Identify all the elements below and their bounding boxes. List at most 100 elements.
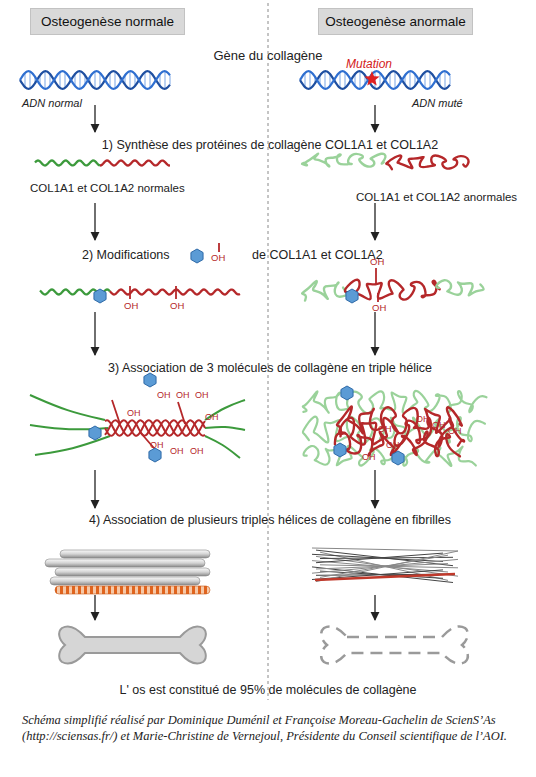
dna-strand xyxy=(300,71,450,89)
header-box: Osteogenèse normale xyxy=(30,8,185,35)
hydroxyl-tick xyxy=(377,293,379,302)
helix-red-branch xyxy=(112,400,120,424)
hydroxyl-label: OH xyxy=(195,390,209,401)
step-arrow xyxy=(374,203,375,240)
step-label: de COL1A1 et COL1A2 xyxy=(252,248,383,264)
dna-label: ADN muté xyxy=(412,97,463,111)
hydroxyl-label: OH xyxy=(416,414,430,425)
bone-normal xyxy=(59,626,206,663)
dna-strand xyxy=(20,71,170,89)
tangle-red-strand xyxy=(337,406,462,436)
step-arrow xyxy=(94,312,95,355)
hydroxyl-label: OH xyxy=(124,300,138,312)
gene-label: Gène du collagène xyxy=(168,48,368,64)
hydroxyl-label: OH xyxy=(448,426,462,437)
hydroxyl-tick xyxy=(129,286,131,299)
dna-rung xyxy=(309,71,310,88)
hydroxyl-label: OH xyxy=(378,424,392,435)
dna-rung xyxy=(444,71,445,89)
step-label: 1) Synthèse des protéines de collagène C… xyxy=(30,138,510,154)
step-arrow xyxy=(94,595,95,620)
dna-rung xyxy=(429,72,430,88)
step-label: 4) Association de plusieurs triples héli… xyxy=(85,513,455,529)
dna-rung xyxy=(449,75,450,84)
step-arrow xyxy=(374,312,375,355)
dna-rung xyxy=(144,72,145,88)
dna-rung xyxy=(44,71,45,89)
sugar-hexagon xyxy=(346,289,358,303)
collagen-fibril xyxy=(55,568,210,576)
sugar-hexagon xyxy=(94,289,106,303)
dna-strand xyxy=(20,71,170,89)
protein-label: COL1A1 et COL1A2 normales xyxy=(30,181,185,195)
header-text: Osteogenèse normale xyxy=(41,14,174,29)
dna-normal xyxy=(20,71,170,89)
step-arrow xyxy=(374,105,375,132)
dna-rung xyxy=(359,71,360,89)
dna-rung xyxy=(94,71,95,88)
chain-col1a2-abnormal xyxy=(345,280,440,300)
dna-rung xyxy=(149,72,150,88)
chain-col1a2-abnormal xyxy=(386,155,468,169)
divider-line xyxy=(268,3,269,700)
step-arrow xyxy=(374,595,375,620)
collagen-fibril-stained xyxy=(55,586,210,594)
sugar-hexagon xyxy=(191,249,203,263)
fibril-disordered xyxy=(316,551,458,582)
hydroxyl-label: OH xyxy=(372,302,386,314)
fibril-disordered-stained xyxy=(315,574,455,580)
chain-col1a1-abnormal xyxy=(436,280,483,295)
chain-col1a1 xyxy=(35,161,100,166)
dna-rung xyxy=(59,72,60,88)
hydroxyl-label: OH xyxy=(386,440,400,451)
chain-col1a1-abnormal xyxy=(302,281,349,300)
helix-green-strand xyxy=(30,395,105,420)
header-box: Osteogenèse anormale xyxy=(318,8,473,35)
sugar-hexagon xyxy=(392,451,404,465)
conclusion-label: L' os est constitué de 95% de molécules … xyxy=(20,683,516,699)
chain-col1a1-abnormal xyxy=(302,154,385,167)
sugar-hexagon xyxy=(334,443,346,457)
hydroxyl-label: OH xyxy=(150,440,164,451)
dna-rung xyxy=(324,71,325,89)
dna-rung xyxy=(29,71,30,88)
mutation-label: Mutation xyxy=(346,57,392,72)
hydroxyl-tick xyxy=(175,286,177,299)
hydroxyl-label: OH xyxy=(211,252,225,264)
dna-rung xyxy=(339,72,340,88)
fibril-disordered xyxy=(312,548,458,551)
hydroxyl-label: OH xyxy=(205,412,219,423)
step-arrow xyxy=(94,203,95,240)
hydroxyl-label: OH xyxy=(370,256,384,268)
header-text: Osteogenèse anormale xyxy=(325,14,465,29)
protein-label: COL1A1 et COL1A2 anormales xyxy=(356,190,517,204)
step-label: 2) Modifications xyxy=(82,248,170,264)
mutation-star xyxy=(364,71,379,85)
dna-rung xyxy=(344,72,345,88)
hydroxyl-label: OH xyxy=(127,408,141,419)
dna-rung xyxy=(394,71,395,88)
hydroxyl-label: OH xyxy=(170,300,184,312)
collagen-fibril xyxy=(50,577,200,585)
dna-rung xyxy=(64,72,65,88)
hydroxyl-label: OH xyxy=(432,420,446,431)
sugar-hexagon xyxy=(341,386,353,400)
hydroxyl-label: OH xyxy=(170,446,184,457)
collagen-fibril xyxy=(45,559,205,567)
hydroxyl-tick xyxy=(218,243,220,252)
hydroxyl-tick xyxy=(375,268,377,283)
dna-label: ADN normal xyxy=(22,97,82,111)
chain-col1a2 xyxy=(100,161,170,166)
sugar-hexagon xyxy=(144,373,156,387)
step-label: 3) Association de 3 molécules de collagè… xyxy=(100,361,440,377)
helix-red-branch xyxy=(178,402,185,424)
dna-rung xyxy=(114,71,115,88)
collagen-fibril xyxy=(60,550,210,558)
sugar-hexagon xyxy=(149,448,161,462)
step-arrow xyxy=(374,470,375,508)
hydroxyl-label: OH xyxy=(157,390,171,401)
dna-rung xyxy=(164,71,165,89)
hydroxyl-label: OH xyxy=(362,452,376,463)
dna-strand xyxy=(300,71,450,89)
